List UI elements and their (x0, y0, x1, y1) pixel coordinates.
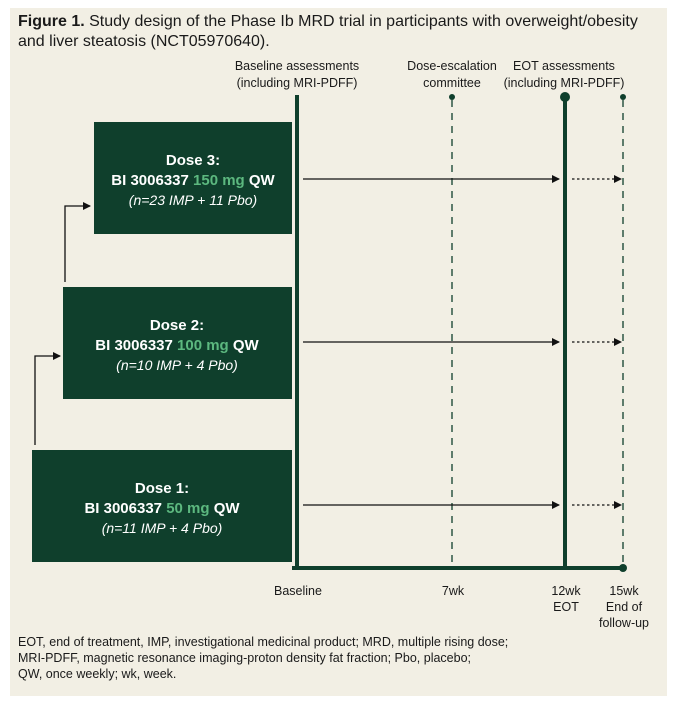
axis-end-dot (619, 564, 627, 572)
dose-1-amount: 50 mg (166, 500, 209, 517)
dose-1-participants: (n=11 IMP + 4 Pbo) (102, 520, 223, 536)
escalation-arrow-1-to-2 (34, 352, 61, 445)
dose-3-frequency: QW (245, 172, 276, 189)
header-committee-line1: Dose-escalation (407, 59, 497, 73)
tick-label-follow-up: follow-up (599, 616, 649, 630)
footnote-line-3: QW, once weekly; wk, week. (18, 667, 177, 681)
tick-label-eot: EOT (553, 600, 579, 614)
figure-footnote: EOT, end of treatment, IMP, investigatio… (18, 634, 658, 682)
dose-3-participants: (n=23 IMP + 11 Pbo) (129, 192, 257, 208)
dose-2-drug-line: BI 3006337 100 mg QW (95, 337, 259, 354)
figure-caption: Figure 1. Study design of the Phase Ib M… (18, 12, 658, 52)
dose-2-amount: 100 mg (177, 337, 229, 354)
dose-2-frequency: QW (229, 337, 260, 354)
tick-label-end-of: End of (606, 600, 643, 614)
header-baseline-line2: (including MRI-PDFF) (237, 76, 358, 90)
dose-2-box (63, 287, 292, 399)
dose-3-amount: 150 mg (193, 172, 245, 189)
header-eot-line1: EOT assessments (513, 59, 615, 73)
dose-3-drug: BI 3006337 (111, 172, 193, 189)
dose-2-drug: BI 3006337 (95, 337, 177, 354)
dose-1-frequency: QW (210, 500, 241, 517)
footnote-line-1: EOT, end of treatment, IMP, investigatio… (18, 635, 509, 649)
dose-1-drug-line: BI 3006337 50 mg QW (84, 500, 240, 517)
tick-label-baseline: Baseline (274, 584, 322, 598)
followup-marker-dot (620, 94, 626, 100)
footnote-line-2: MRI-PDFF, magnetic resonance imaging-pro… (18, 651, 471, 665)
committee-marker-dot (449, 94, 455, 100)
dose-3-drug-line: BI 3006337 150 mg QW (111, 172, 275, 189)
dose-3-title: Dose 3: (166, 152, 220, 169)
dose-2-title: Dose 2: (150, 317, 204, 334)
dose-3-box (94, 122, 292, 234)
header-eot-line2: (including MRI-PDFF) (504, 76, 625, 90)
dose-1-drug: BI 3006337 (84, 500, 166, 517)
tick-label-7wk: 7wk (442, 584, 465, 598)
dose-1-box (32, 450, 292, 562)
header-committee-line2: committee (423, 76, 481, 90)
dose-1-title: Dose 1: (135, 480, 189, 497)
escalation-arrow-2-to-3 (64, 202, 91, 282)
tick-label-15wk: 15wk (609, 584, 639, 598)
caption-label: Figure 1. (18, 13, 85, 30)
dose-2-participants: (n=10 IMP + 4 Pbo) (116, 357, 238, 373)
caption-text: Study design of the Phase Ib MRD trial i… (18, 13, 638, 50)
tick-label-12wk: 12wk (551, 584, 581, 598)
header-baseline-line1: Baseline assessments (235, 59, 359, 73)
